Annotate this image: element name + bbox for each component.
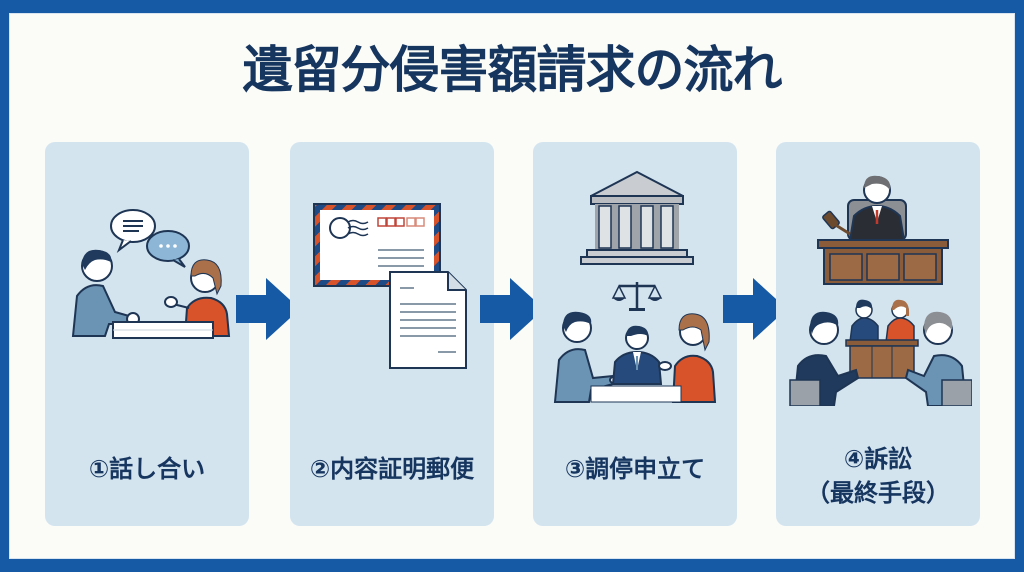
step-label-3: ③調停申立て (564, 455, 706, 483)
step-card-2: ②内容証明郵便 (290, 142, 494, 526)
step-card-1: ①話し合い (45, 142, 249, 526)
step-card-4: ④訴訟 （最終手段） (776, 142, 980, 526)
arrow-right-icon (236, 278, 300, 340)
step-label-2: ②内容証明郵便 (309, 455, 475, 483)
step-label-1: ①話し合い (88, 455, 206, 483)
conversation-icon (71, 209, 231, 339)
arrow-right-icon (723, 278, 787, 340)
mediation-court-icon (553, 170, 717, 403)
certified-mail-icon (313, 203, 467, 369)
step-label-4-line2: （最終手段） (806, 479, 950, 507)
arrow-right-icon (480, 278, 544, 340)
page-title: 遺留分侵害額請求の流れ (242, 41, 783, 99)
step-card-3: ③調停申立て (533, 142, 737, 526)
lawsuit-courtroom-icon (789, 175, 972, 406)
step-label-4-line1: ④訴訟 (843, 445, 913, 473)
